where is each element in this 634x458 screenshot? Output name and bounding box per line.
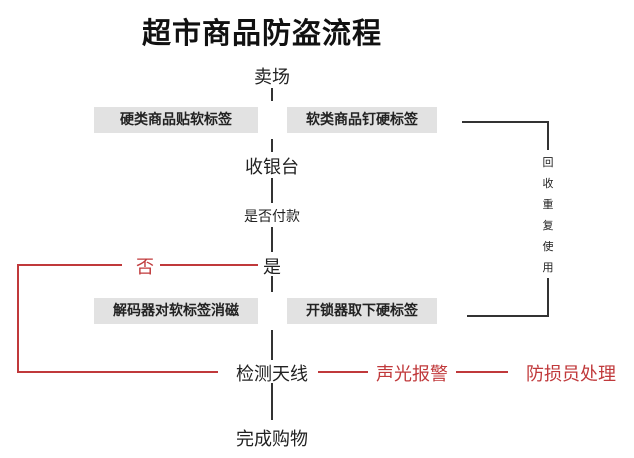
label-recycle: 回收重复使用 bbox=[542, 156, 554, 274]
node-complete-purchase: 完成购物 bbox=[236, 429, 308, 450]
node-detector-antenna: 检测天线 bbox=[236, 364, 308, 385]
node-sales-floor: 卖场 bbox=[254, 67, 290, 88]
node-paid-question: 是否付款 bbox=[244, 209, 300, 225]
node-yes: 是 bbox=[263, 257, 281, 278]
node-alarm: 声光报警 bbox=[376, 364, 448, 385]
node-checkout: 收银台 bbox=[245, 157, 299, 178]
recycle-line-bottom bbox=[467, 278, 549, 317]
diagram-title: 超市商品防盗流程 bbox=[142, 16, 383, 50]
node-no: 否 bbox=[136, 257, 154, 278]
recycle-line-top bbox=[462, 121, 549, 150]
node-hard-goods-tag: 硬类商品贴软标签 bbox=[94, 107, 258, 133]
line-no-to-detector bbox=[17, 264, 218, 373]
node-remove-hard-tag: 开锁器取下硬标签 bbox=[287, 298, 437, 324]
node-soft-goods-tag: 软类商品钉硬标签 bbox=[287, 107, 437, 133]
node-security-handling: 防损员处理 bbox=[526, 364, 616, 385]
node-deactivate-soft-tag: 解码器对软标签消磁 bbox=[94, 298, 258, 324]
